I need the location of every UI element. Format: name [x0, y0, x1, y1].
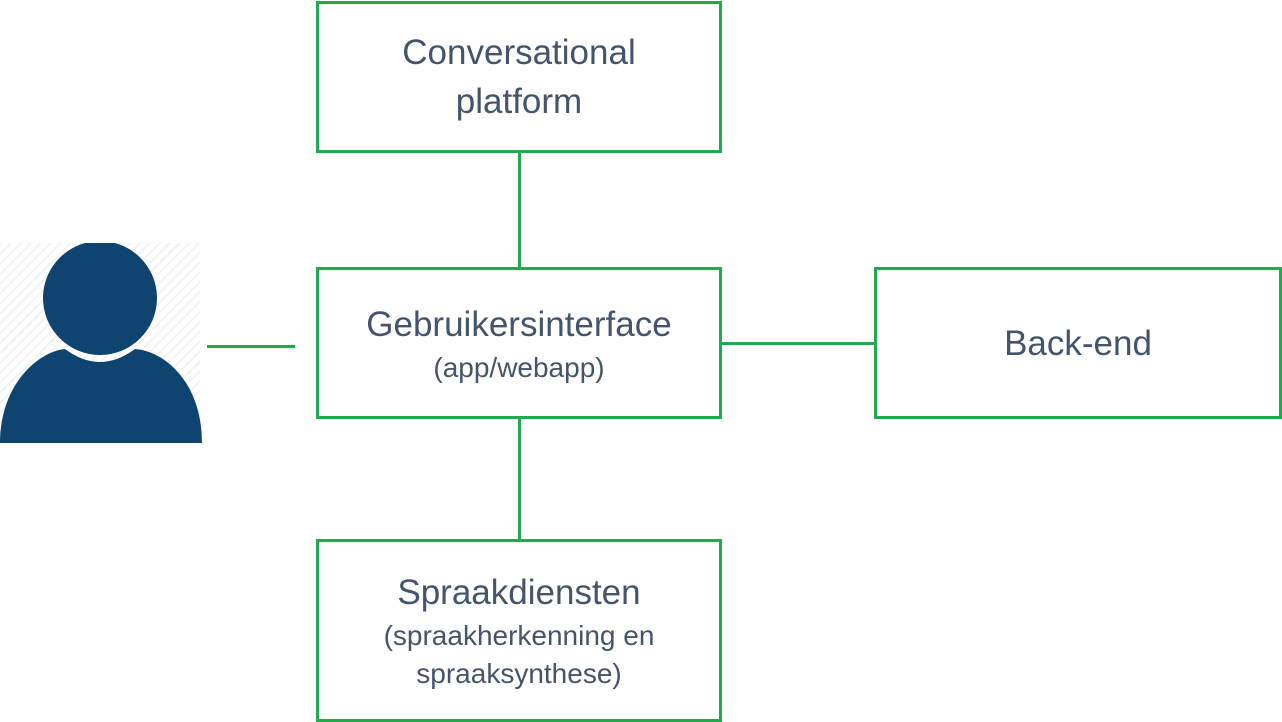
connector-interface-to-backend: [720, 342, 877, 345]
speech-services-subtitle-line2: spraaksynthese): [416, 658, 622, 689]
connector-platform-to-interface: [518, 151, 521, 270]
connector-interface-to-speech: [518, 416, 521, 542]
back-end-title: Back-end: [1004, 323, 1152, 363]
user-interface-box: Gebruikersinterface (app/webapp): [316, 267, 722, 419]
connector-user-to-interface: [207, 345, 295, 348]
speech-services-title: Spraakdiensten: [397, 573, 641, 612]
back-end-box: Back-end: [874, 267, 1282, 419]
conversational-platform-title-line2: platform: [455, 82, 583, 121]
user-interface-subtitle: (app/webapp): [433, 351, 605, 383]
user-interface-title: Gebruikersinterface: [366, 304, 672, 344]
conversational-platform-title-line1: Conversational: [402, 33, 636, 72]
conversational-platform-box: Conversational platform: [316, 1, 722, 153]
person-head: [43, 243, 157, 355]
person-body: [0, 349, 202, 443]
speech-services-box: Spraakdiensten (spraakherkenning en spra…: [316, 539, 722, 722]
speech-services-subtitle-line1: (spraakherkenning en: [383, 620, 655, 651]
person-icon: [0, 243, 202, 443]
